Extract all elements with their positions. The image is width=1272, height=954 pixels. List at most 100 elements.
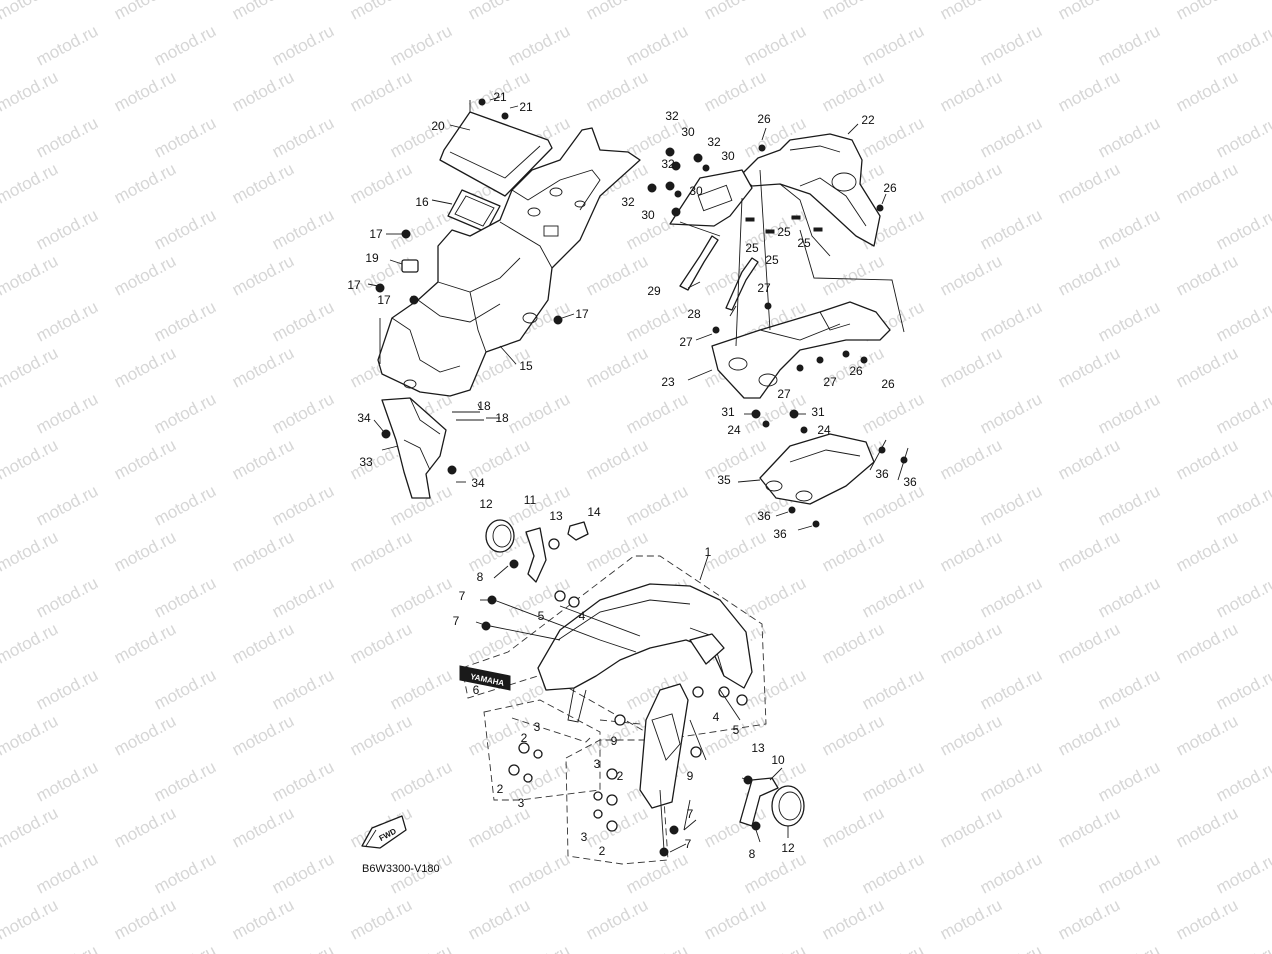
watermark-text: motod.ru [1055,527,1123,575]
watermark-text: motod.ru [583,435,651,483]
watermark-text: motod.ru [269,21,337,69]
watermark-text: motod.ru [33,757,101,805]
callout-number: 7 [687,807,694,821]
callout-number: 36 [903,475,917,489]
callout-number: 22 [861,113,875,127]
watermark-text: motod.ru [977,389,1045,437]
fender-stay [639,683,689,809]
callout-number: 5 [538,609,545,623]
callout-number: 26 [757,112,771,126]
watermark-text: motod.ru [1173,343,1241,391]
callout-number: 3 [594,757,601,771]
watermark-text: motod.ru [977,205,1045,253]
watermark-text: motod.ru [387,757,455,805]
watermark-text: motod.ru [1095,941,1163,954]
watermark-text: motod.ru [1213,573,1272,621]
watermark-text: motod.ru [977,113,1045,161]
watermark-text: motod.ru [1173,251,1241,299]
watermark-text: motod.ru [269,573,337,621]
callout-number: 34 [357,411,371,425]
watermark-text: motod.ru [347,619,415,667]
callout-number: 30 [689,184,703,198]
watermark-text: motod.ru [741,21,809,69]
watermark-text: motod.ru [1095,21,1163,69]
callout-number: 3 [581,830,588,844]
watermark-text: motod.ru [623,941,691,954]
watermark-text: motod.ru [1173,435,1241,483]
watermark-text: motod.ru [741,573,809,621]
watermark-text: motod.ru [1055,619,1123,667]
watermark-text: motod.ru [937,435,1005,483]
watermark-text: motod.ru [0,343,61,391]
watermark-text: motod.ru [1095,389,1163,437]
callout-number: 3 [518,796,525,810]
watermark-text: motod.ru [269,389,337,437]
watermark-text: motod.ru [937,0,1005,24]
watermark-text: motod.ru [977,21,1045,69]
watermark-text: motod.ru [937,67,1005,115]
watermark-text: motod.ru [977,297,1045,345]
watermark-text: motod.ru [859,389,927,437]
callout-number: 20 [431,119,445,133]
watermark-text: motod.ru [229,619,297,667]
watermark-text: motod.ru [1095,205,1163,253]
watermark-text: motod.ru [387,21,455,69]
watermark-text: motod.ru [1213,113,1272,161]
callout-number: 9 [611,734,618,748]
callout-number: 26 [881,377,895,391]
watermark-text: motod.ru [1213,481,1272,529]
callout-number: 29 [647,284,661,298]
watermark-text: motod.ru [1173,159,1241,207]
watermark-text: motod.ru [1173,619,1241,667]
watermark-text: motod.ru [229,803,297,851]
watermark-text: motod.ru [387,665,455,713]
callout-number: 25 [745,241,759,255]
watermark-text: motod.ru [1173,67,1241,115]
watermark-text: motod.ru [1095,113,1163,161]
watermark-text: motod.ru [0,895,61,943]
watermark-text: motod.ru [151,389,219,437]
watermark-text: motod.ru [151,113,219,161]
watermark-text: motod.ru [505,849,573,897]
callout-number: 21 [493,90,507,104]
watermark-text: motod.ru [269,665,337,713]
watermark-text: motod.ru [741,941,809,954]
callout-number: 17 [575,307,589,321]
callout-number: 17 [377,293,391,307]
callout-number: 31 [811,405,825,419]
watermark-text: motod.ru [859,481,927,529]
watermark-text: motod.ru [1055,803,1123,851]
callout-number: 16 [415,195,429,209]
watermark-text: motod.ru [151,665,219,713]
watermark-text: motod.ru [1213,665,1272,713]
watermark-text: motod.ru [1055,711,1123,759]
watermark-text: motod.ru [151,481,219,529]
watermark-text: motod.ru [111,343,179,391]
callout-number: 25 [777,225,791,239]
watermark-text: motod.ru [1055,251,1123,299]
watermark-text: motod.ru [505,21,573,69]
callout-number: 7 [459,589,466,603]
part-1-front-fender [537,583,753,691]
watermark-text: motod.ru [0,159,61,207]
watermark-text: motod.ru [1095,481,1163,529]
watermark-text: motod.ru [33,21,101,69]
watermark-text: motod.ru [33,849,101,897]
watermark-text: motod.ru [623,481,691,529]
callout-number: 3 [534,720,541,734]
watermark-text: motod.ru [1095,665,1163,713]
watermark-text: motod.ru [269,297,337,345]
callout-number: 7 [453,614,460,628]
callout-number: 28 [687,307,701,321]
watermark-text: motod.ru [701,67,769,115]
callout-number: 34 [471,476,485,490]
part-12-reflector [485,519,515,553]
watermark-text: motod.ru [465,803,533,851]
watermark-text: motod.ru [33,481,101,529]
callout-layer: 1222233334455677778899101112121313141516… [347,90,917,861]
front-fender-assembly [459,519,805,865]
watermark-text: motod.ru [387,573,455,621]
watermark-text: motod.ru [1095,849,1163,897]
watermark-text: motod.ru [623,389,691,437]
